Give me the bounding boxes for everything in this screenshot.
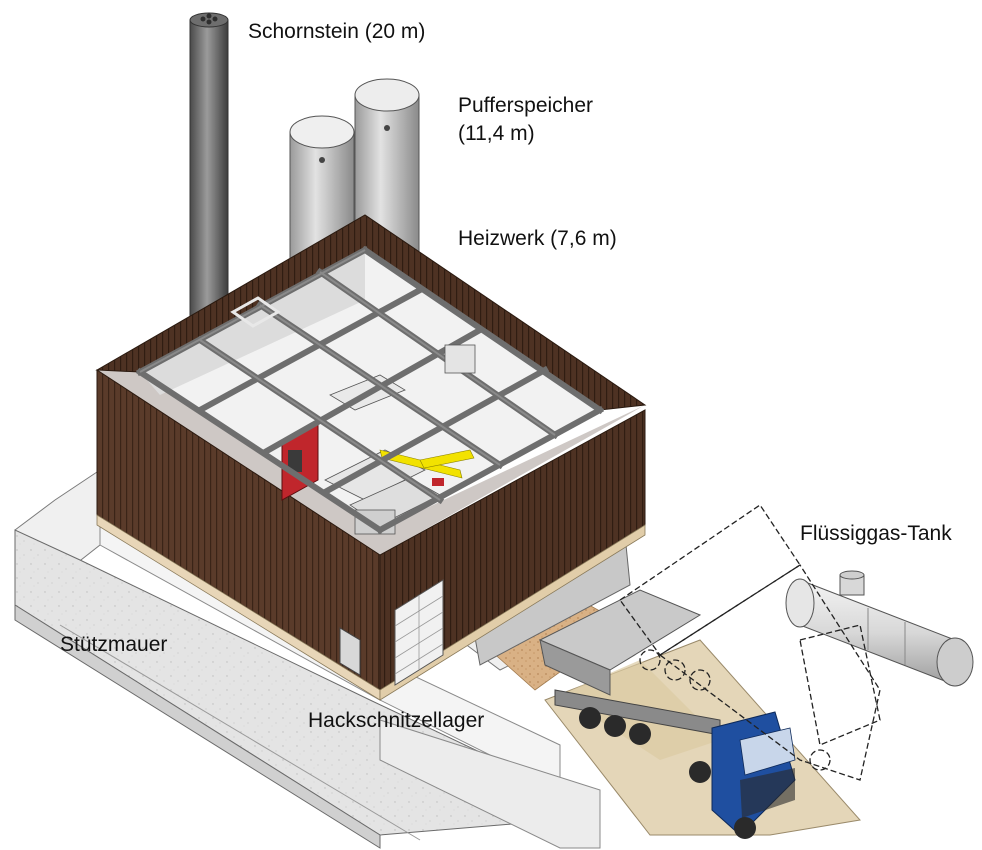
gas-tank-label: Flüssiggas-Tank	[800, 522, 952, 545]
buffer-tank-height-label: (11,4 m)	[458, 122, 535, 145]
buffer-tank-label: Pufferspeicher	[458, 94, 594, 117]
truck	[538, 589, 796, 839]
gas-tank	[785, 570, 974, 687]
chip-storage-label: Hackschnitzellager	[308, 709, 485, 732]
chimney	[189, 12, 229, 321]
heating-plant-building	[95, 214, 647, 701]
heating-plant-label: Heizwerk (7,6 m)	[458, 227, 617, 250]
truck-tipping-outline	[619, 504, 881, 781]
retaining-wall-label: Stützmauer	[60, 633, 168, 656]
chimney-label: Schornstein (20 m)	[248, 20, 426, 43]
